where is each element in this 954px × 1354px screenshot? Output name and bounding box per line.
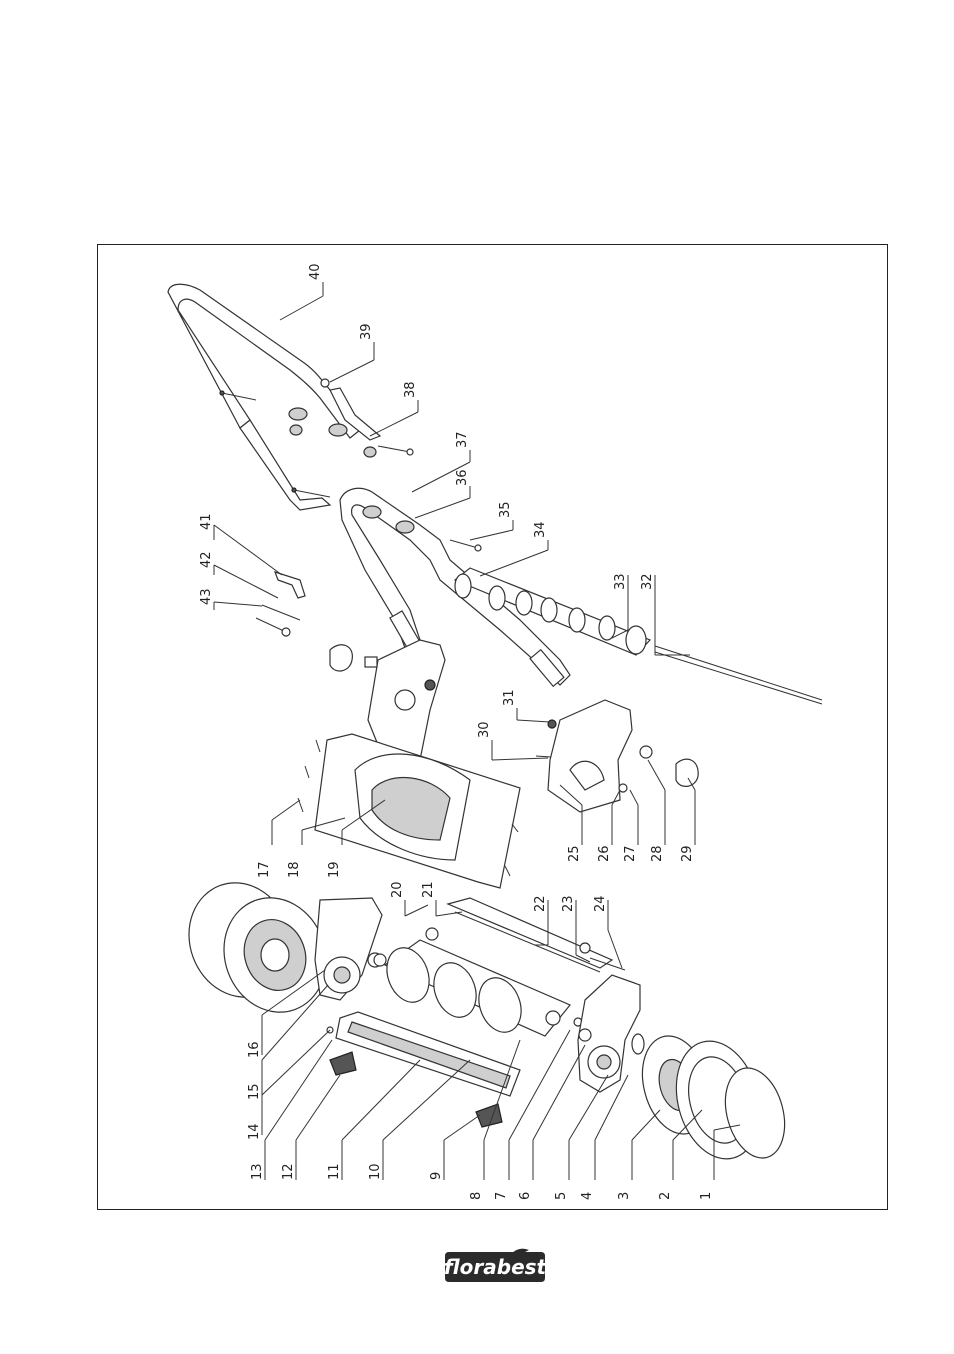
- callout-6: 6: [518, 1192, 533, 1200]
- callouts-blade: 22 23 24: [533, 895, 623, 969]
- callout-39: 39: [359, 323, 374, 340]
- right-side-plate: [535, 699, 699, 813]
- callout-43: 43: [199, 588, 214, 605]
- diagram-frame: [97, 244, 888, 1210]
- callout-10: 10: [368, 1163, 383, 1180]
- callout-31: 31: [502, 689, 517, 706]
- callout-35: 35: [498, 501, 513, 518]
- callout-28: 28: [650, 845, 665, 862]
- callout-40: 40: [308, 263, 323, 280]
- brand-name: florabest: [444, 1255, 548, 1279]
- callout-25: 25: [567, 845, 582, 862]
- callout-33: 33: [613, 573, 628, 590]
- callout-38: 38: [403, 381, 418, 398]
- callout-13: 13: [250, 1163, 265, 1180]
- callout-23: 23: [561, 895, 576, 912]
- callouts-middle: 17 18 19 20 21: [257, 799, 463, 917]
- callout-8: 8: [469, 1192, 484, 1200]
- callout-16: 16: [247, 1041, 262, 1058]
- callout-41: 41: [199, 513, 214, 530]
- front-comb: [326, 1011, 521, 1128]
- bottom-blade: [425, 897, 626, 973]
- brand-logo: florabest: [444, 1248, 548, 1282]
- callouts-lever: 41 42 43: [199, 513, 283, 610]
- callout-37: 37: [455, 431, 470, 448]
- callouts-left: 9 10 11 12 13 14 15 16: [247, 969, 481, 1180]
- cutting-cylinder: [373, 939, 583, 1037]
- left-side-plate: [329, 639, 446, 761]
- callout-21: 21: [421, 881, 436, 898]
- callouts-right-plate: 25 26 27 28 29: [559, 759, 696, 862]
- callout-18: 18: [287, 861, 302, 878]
- callout-1: 1: [699, 1192, 714, 1200]
- callout-22: 22: [533, 895, 548, 912]
- right-wheel: [641, 1035, 786, 1160]
- handle-upper: [167, 283, 382, 511]
- callout-19: 19: [327, 861, 342, 878]
- callout-9: 9: [429, 1172, 444, 1180]
- grass-catcher: [297, 733, 521, 889]
- callout-27: 27: [623, 845, 638, 862]
- callout-3: 3: [617, 1192, 632, 1200]
- callout-14: 14: [247, 1123, 262, 1140]
- callouts-handle: 36 37 38 39 40: [279, 263, 471, 519]
- callouts-roller: 30 31 32 33 34 35: [469, 501, 690, 761]
- callout-36: 36: [455, 469, 470, 486]
- callout-30: 30: [477, 721, 492, 738]
- callout-17: 17: [257, 861, 272, 878]
- callout-24: 24: [593, 895, 608, 912]
- callout-2: 2: [658, 1192, 673, 1200]
- handle-clamps: [219, 390, 482, 552]
- callout-11: 11: [327, 1163, 342, 1180]
- callout-4: 4: [580, 1192, 595, 1200]
- callout-7: 7: [494, 1192, 509, 1200]
- callout-15: 15: [247, 1083, 262, 1100]
- callout-26: 26: [597, 845, 612, 862]
- leaf-icon: [511, 1248, 529, 1258]
- callout-34: 34: [533, 521, 548, 538]
- height-lever: [255, 571, 306, 637]
- callout-20: 20: [390, 881, 405, 898]
- callout-29: 29: [680, 845, 695, 862]
- left-wheel: [188, 882, 383, 1013]
- callout-12: 12: [281, 1163, 296, 1180]
- right-side-frame: [577, 974, 645, 1093]
- callout-42: 42: [199, 551, 214, 568]
- callouts-bottom: 1 2 3 4 5 6 7 8: [469, 1029, 741, 1200]
- callout-32: 32: [640, 573, 655, 590]
- callout-5: 5: [554, 1192, 569, 1200]
